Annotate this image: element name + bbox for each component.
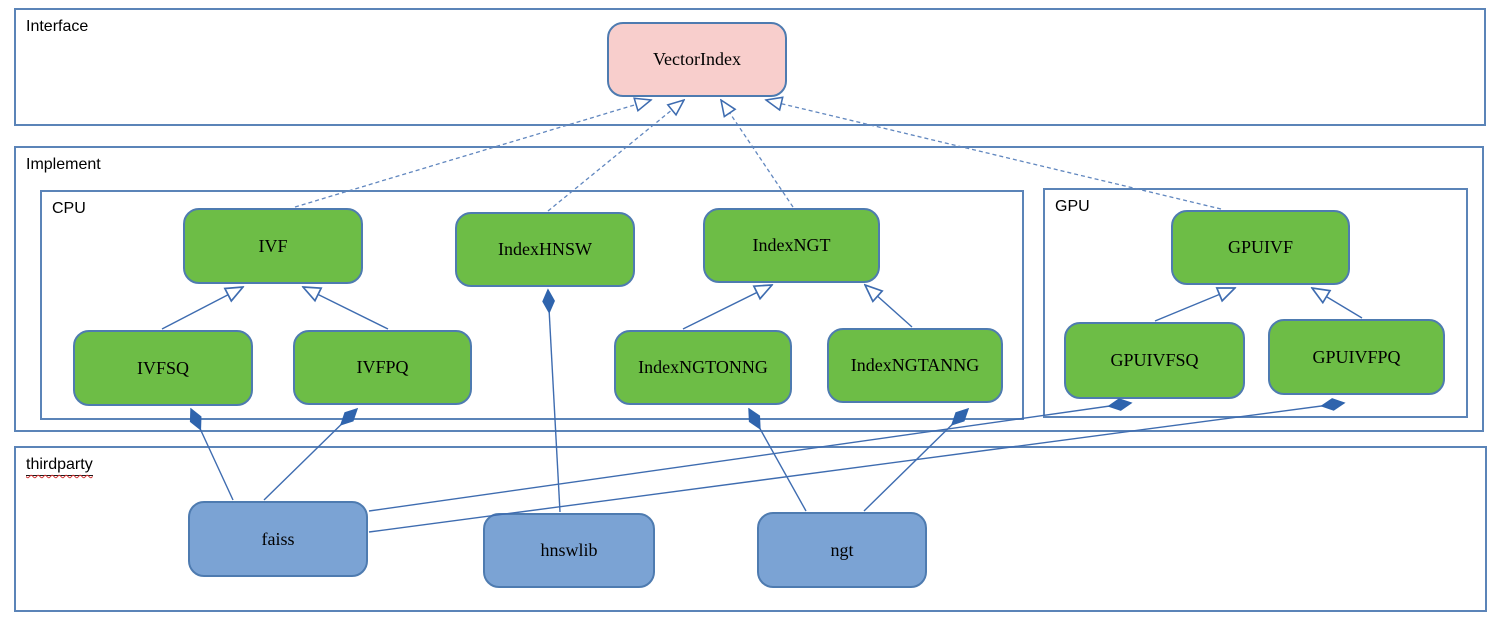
- node-indexngtonng[interactable]: IndexNGTONNG: [614, 330, 792, 405]
- node-ivfsq-label: IVFSQ: [136, 357, 189, 378]
- node-indexhnsw-label: IndexHNSW: [498, 239, 592, 259]
- node-ivf-label: IVF: [258, 235, 288, 256]
- node-faiss-label: faiss: [261, 528, 295, 549]
- container-implement-label: Implement: [26, 156, 101, 173]
- node-vectorindex[interactable]: VectorIndex: [607, 22, 787, 97]
- node-gpuivfpq-label: GPUIVFPQ: [1312, 346, 1401, 367]
- container-gpu-label: GPU: [1055, 198, 1090, 215]
- node-ivf[interactable]: IVF: [183, 208, 363, 284]
- container-interface-label: Interface: [26, 18, 89, 35]
- node-hnswlib-label: hnswlib: [540, 540, 598, 560]
- node-indexngtanng-label: IndexNGTANNG: [850, 355, 980, 375]
- node-indexngt[interactable]: IndexNGT: [703, 208, 880, 283]
- node-vectorindex-label: VectorIndex: [653, 49, 741, 69]
- node-indexngtanng[interactable]: IndexNGTANNG: [827, 328, 1003, 403]
- node-indexngt-label: IndexNGT: [752, 235, 831, 255]
- node-gpuivfsq-label: GPUIVFSQ: [1110, 350, 1199, 370]
- node-hnswlib[interactable]: hnswlib: [483, 513, 655, 588]
- node-gpuivfpq[interactable]: GPUIVFPQ: [1268, 319, 1445, 395]
- node-ngt[interactable]: ngt: [757, 512, 927, 588]
- node-ivfpq-label: IVFPQ: [356, 357, 409, 377]
- container-cpu-label: CPU: [52, 200, 86, 217]
- node-gpuivf[interactable]: GPUIVF: [1171, 210, 1350, 285]
- node-faiss[interactable]: faiss: [188, 501, 368, 577]
- node-ivfsq[interactable]: IVFSQ: [73, 330, 253, 406]
- node-gpuivf-label: GPUIVF: [1227, 237, 1293, 257]
- node-indexhnsw[interactable]: IndexHNSW: [455, 212, 635, 287]
- node-ngt-label: ngt: [830, 539, 854, 560]
- node-ivfpq[interactable]: IVFPQ: [293, 330, 472, 405]
- container-thirdparty-label: thirdparty: [26, 456, 93, 476]
- node-gpuivfsq[interactable]: GPUIVFSQ: [1064, 322, 1245, 399]
- node-indexngtonng-label: IndexNGTONNG: [638, 357, 768, 377]
